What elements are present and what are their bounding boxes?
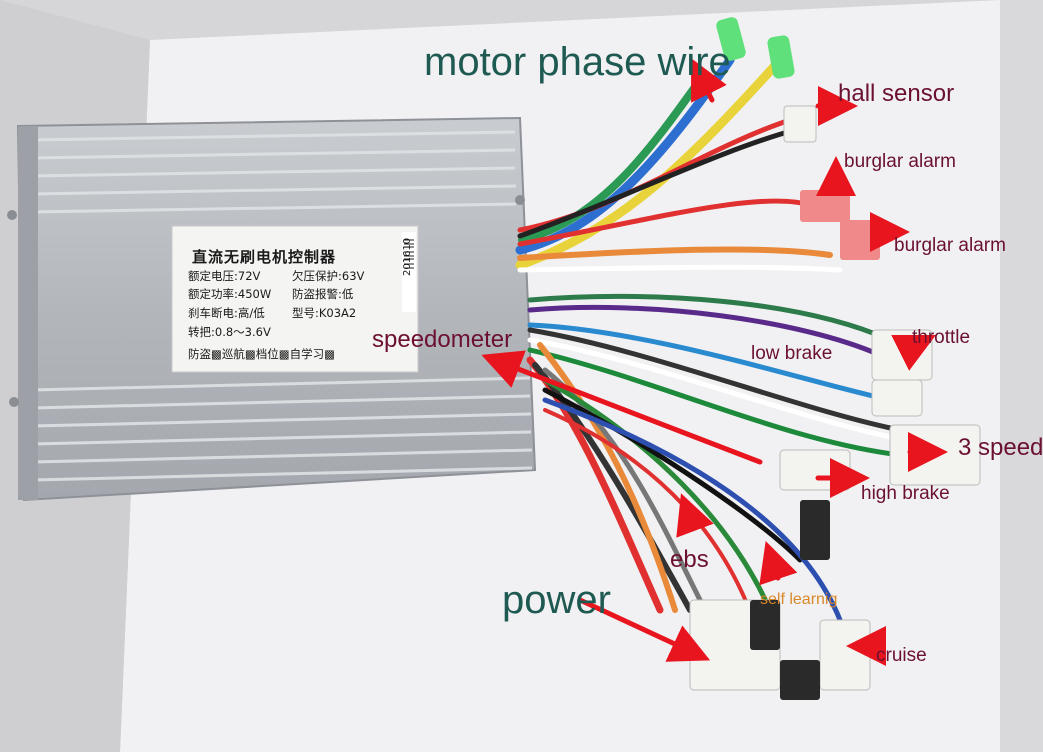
- label-throttle: throttle: [912, 327, 971, 348]
- label-low-brake: low brake: [751, 343, 833, 364]
- label-motor-phase-wire: motor phase wire: [424, 40, 731, 84]
- sticker-title: 直流无刷电机控制器: [192, 248, 337, 266]
- sticker-row-throttle: 转把:0.8～3.6V: [188, 325, 271, 339]
- label-speedometer: speedometer: [372, 326, 513, 353]
- label-3-speed: 3 speed: [958, 434, 1043, 461]
- label-hall-sensor: hall sensor: [838, 80, 955, 107]
- sticker-row-model: 型号:K03A2: [292, 306, 357, 320]
- annotation-arrows: [481, 58, 948, 666]
- sticker-row-voltage: 额定电压:72V: [188, 269, 261, 283]
- label-cruise: cruise: [876, 645, 927, 666]
- product-photo: [7, 0, 1000, 752]
- controller-sticker: [171, 225, 419, 373]
- sticker-row-alarm: 防盗报警:低: [292, 287, 354, 301]
- label-ebs: ebs: [670, 546, 709, 573]
- sticker-row-undervoltage: 欠压保护:63V: [292, 269, 365, 283]
- label-high-brake: high brake: [861, 483, 950, 504]
- label-burglar-alarm-2: burglar alarm: [894, 235, 1006, 256]
- sticker-row-power: 额定功率:450W: [188, 287, 272, 301]
- label-self-learning: self learnig: [760, 591, 838, 608]
- wire-bundle: [515, 55, 908, 642]
- sticker-row-features: 防盗▩巡航▩档位▩自学习▩: [188, 347, 335, 361]
- sticker-row-brake: 刹车断电:高/低: [188, 306, 265, 320]
- sticker-date-code: 201610: [402, 237, 413, 276]
- sticker-text: 直流无刷电机控制器 额定电压:72V 欠压保护:63V 额定功率:450W 防盗…: [180, 228, 413, 368]
- label-power: power: [502, 578, 611, 622]
- label-burglar-alarm-1: burglar alarm: [844, 151, 956, 172]
